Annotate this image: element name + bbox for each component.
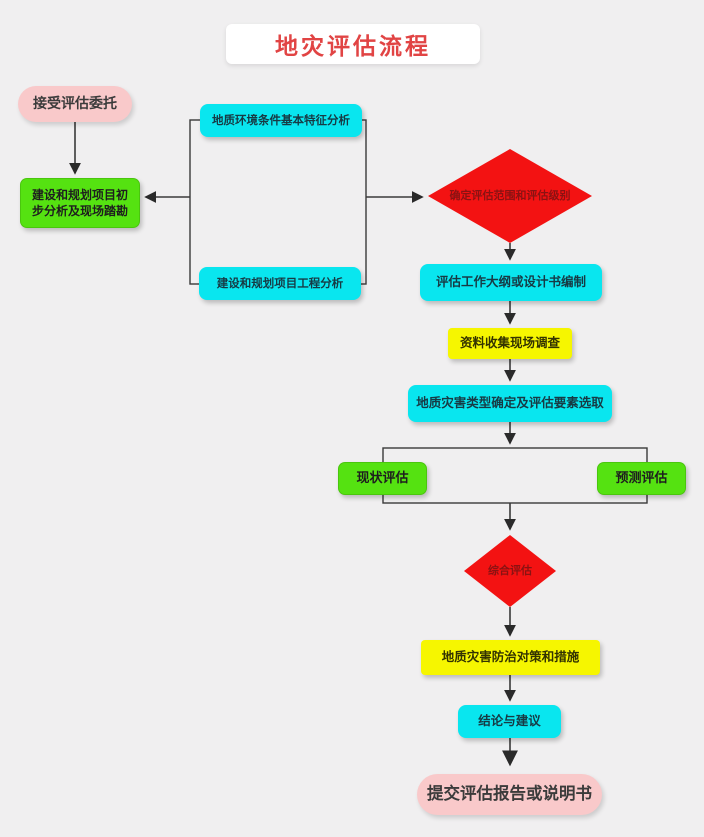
node-prediction-assessment-label: 预测评估 <box>615 470 668 486</box>
node-prediction-assessment: 预测评估 <box>597 462 686 495</box>
flowchart-title: 地灾评估流程 <box>275 33 431 60</box>
node-final-report: 提交评估报告或说明书 <box>417 774 602 815</box>
node-accept-commission: 接受评估委托 <box>18 86 132 122</box>
node-project-analysis-label: 建设和规划项目工程分析 <box>216 275 344 290</box>
node-accept-commission-label: 接受评估委托 <box>33 95 117 112</box>
node-data-collection: 资料收集现场调查 <box>448 328 572 359</box>
node-final-report-label: 提交评估报告或说明书 <box>427 784 592 804</box>
node-hazard-type-label: 地质灾害类型确定及评估要素选取 <box>416 395 604 411</box>
node-current-assessment-label: 现状评估 <box>356 470 409 486</box>
node-prevention-measures: 地质灾害防治对策和措施 <box>421 640 600 675</box>
node-project-analysis: 建设和规划项目工程分析 <box>199 267 361 300</box>
node-outline-design-label: 评估工作大纲或设计书编制 <box>435 274 586 290</box>
node-current-assessment: 现状评估 <box>338 462 427 495</box>
node-geo-env-analysis-label: 地质环境条件基本特征分析 <box>212 112 350 127</box>
decision-scope-grade-label: 确定评估范围和评估级别 <box>449 188 571 202</box>
node-prevention-measures-label: 地质灾害防治对策和措施 <box>441 649 580 665</box>
node-conclusion: 结论与建议 <box>458 705 561 738</box>
node-initial-analysis: 建设和规划项目初步分析及现场踏勘 <box>20 178 140 228</box>
node-initial-analysis-label: 建设和规划项目初步分析及现场踏勘 <box>31 187 128 218</box>
node-hazard-type: 地质灾害类型确定及评估要素选取 <box>408 385 612 422</box>
decision-comprehensive-label: 综合评估 <box>488 563 532 577</box>
node-data-collection-label: 资料收集现场调查 <box>459 335 560 351</box>
node-conclusion-label: 结论与建议 <box>478 713 541 729</box>
flowchart-title-box: 地灾评估流程 <box>226 24 480 64</box>
node-outline-design: 评估工作大纲或设计书编制 <box>420 264 602 301</box>
node-geo-env-analysis: 地质环境条件基本特征分析 <box>200 104 362 137</box>
